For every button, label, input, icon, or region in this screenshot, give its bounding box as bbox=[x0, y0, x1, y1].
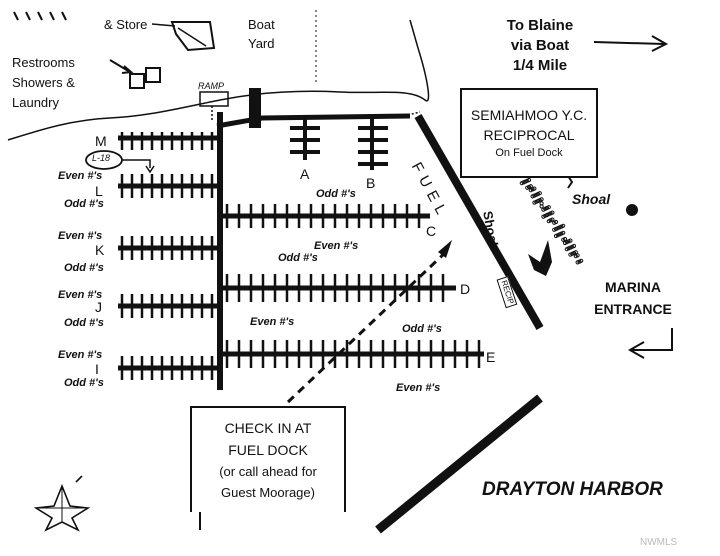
shoal-dot bbox=[532, 186, 537, 191]
c-odd-label: Odd #'s bbox=[316, 188, 356, 200]
to-blaine-3: 1/4 Mile bbox=[512, 57, 568, 74]
ramp-label: RAMP bbox=[198, 81, 225, 91]
shoal-dot bbox=[546, 205, 551, 210]
shoal-dot bbox=[573, 250, 578, 255]
c-even-label: Even #'s bbox=[314, 240, 359, 252]
dock-i-label: I bbox=[95, 361, 99, 377]
fuel-dock bbox=[414, 114, 544, 330]
dock-c-label: C bbox=[426, 223, 437, 239]
checkin-box: CHECK IN AT FUEL DOCK (or call ahead for… bbox=[190, 406, 346, 512]
shoal-dot bbox=[537, 191, 542, 196]
restroom-building bbox=[129, 73, 145, 89]
reciprocal-line-2: RECIPROCAL bbox=[483, 127, 575, 143]
shoal-dot bbox=[575, 253, 580, 258]
store-label: & Store bbox=[104, 17, 148, 32]
dock-k-label: K bbox=[95, 242, 105, 258]
j-odd-label: Odd #'s bbox=[64, 317, 104, 329]
shoal-dot bbox=[561, 223, 566, 228]
e-even-label: Even #'s bbox=[396, 382, 441, 394]
restrooms-label-1: Restrooms bbox=[12, 55, 75, 70]
l-odd-label: Odd #'s bbox=[64, 198, 104, 210]
slip-callout: L-18 bbox=[92, 153, 111, 163]
shoal-dot bbox=[553, 219, 559, 225]
dock-d-label: D bbox=[460, 281, 471, 297]
shoal-dot bbox=[526, 177, 532, 183]
to-blaine-1: To Blaine bbox=[506, 17, 574, 34]
l-even-label: Even #'s bbox=[58, 170, 103, 182]
restrooms-label-3: Laundry bbox=[12, 95, 59, 110]
channel-marker bbox=[626, 204, 638, 216]
i-odd-label: Odd #'s bbox=[64, 377, 104, 389]
dock-e-label: E bbox=[486, 349, 496, 365]
compass-rose-icon bbox=[33, 475, 91, 532]
drayton-harbor-label: DRAYTON HARBOR bbox=[482, 479, 663, 500]
d-even-label: Even #'s bbox=[250, 316, 295, 328]
restrooms-label-2: Showers & bbox=[12, 75, 75, 90]
boat-yard-label-1: Boat bbox=[248, 17, 275, 32]
shoal-dot bbox=[539, 197, 544, 202]
reciprocal-box: SEMIAHMOO Y.C. RECIPROCAL On Fuel Dock bbox=[460, 88, 598, 178]
ramp bbox=[199, 91, 229, 107]
arrow-right-icon bbox=[593, 35, 669, 52]
dock-b-label: B bbox=[366, 175, 376, 191]
k-odd-label: Odd #'s bbox=[64, 262, 104, 274]
checkin-line-1: CHECK IN AT bbox=[224, 420, 312, 436]
dock-b-pier bbox=[358, 118, 388, 170]
breakwater bbox=[375, 394, 543, 534]
j-even-label: Even #'s bbox=[58, 289, 103, 301]
d-odd-label: Odd #'s bbox=[278, 252, 318, 264]
k-even-label: Even #'s bbox=[58, 230, 103, 242]
dock-a-label: A bbox=[300, 166, 310, 182]
shore-walkway bbox=[216, 113, 411, 129]
shoal-area bbox=[517, 170, 584, 265]
shoal-dot bbox=[550, 217, 555, 222]
shoal-dot bbox=[539, 204, 544, 209]
dock-j-label: J bbox=[95, 299, 102, 315]
checkin-line-4: Guest Moorage) bbox=[221, 485, 315, 500]
reciprocal-line-1: SEMIAHMOO Y.C. bbox=[470, 107, 588, 123]
marina-label-1: MARINA bbox=[605, 279, 661, 295]
checkin-line-2: FUEL DOCK bbox=[228, 442, 308, 458]
shoreline bbox=[7, 19, 430, 141]
right-docks bbox=[223, 204, 484, 368]
laundry-building bbox=[145, 67, 161, 83]
checkin-line-3: (or call ahead for bbox=[219, 464, 317, 479]
dock-l-label: L bbox=[95, 183, 103, 199]
e-odd-label: Odd #'s bbox=[402, 323, 442, 335]
top-hatch-marks bbox=[13, 11, 67, 21]
reciprocal-line-3: On Fuel Dock bbox=[495, 147, 563, 159]
dock-m-label: M bbox=[95, 133, 107, 149]
watermark: NWMLS bbox=[640, 537, 678, 548]
to-blaine-2: via Boat bbox=[510, 37, 570, 54]
marina-label-2: ENTRANCE bbox=[594, 301, 672, 317]
fuel-dock-pointer bbox=[528, 240, 552, 276]
main-walkway bbox=[217, 112, 223, 390]
arrow-left-icon bbox=[627, 328, 673, 359]
shoal-dot bbox=[568, 238, 573, 243]
boat-yard-label-2: Yard bbox=[248, 36, 275, 51]
shoal-dot bbox=[550, 210, 555, 215]
shoal-dot bbox=[561, 230, 566, 235]
shoal-label: Shoal bbox=[572, 191, 611, 207]
i-even-label: Even #'s bbox=[58, 349, 103, 361]
store-building bbox=[170, 21, 216, 52]
left-docks bbox=[118, 132, 220, 380]
dashed-route-arrow-icon bbox=[286, 248, 450, 404]
shoal-dot bbox=[528, 184, 533, 189]
dock-a-pier bbox=[290, 118, 320, 160]
shoal-dot bbox=[579, 258, 584, 263]
shoal-dot bbox=[571, 243, 577, 249]
shoal-dot bbox=[562, 236, 568, 242]
